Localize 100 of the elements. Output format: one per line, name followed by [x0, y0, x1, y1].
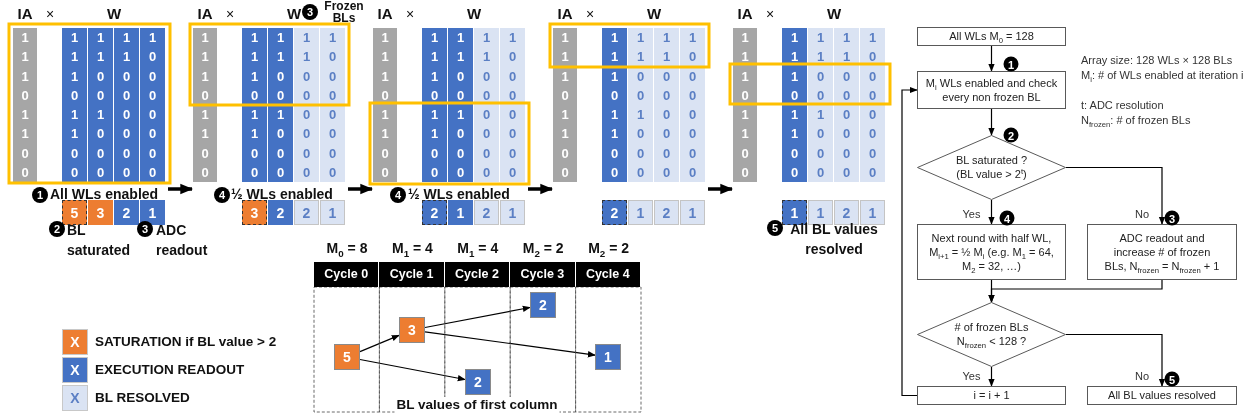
legend-label: SATURATION if BL value > 2 — [95, 334, 277, 350]
legend-label: EXECUTION READOUT — [95, 362, 245, 378]
arrow — [359, 334, 400, 353]
arrow — [1065, 166, 1166, 225]
column-header: W — [646, 5, 662, 23]
value-square: 1 — [595, 344, 621, 370]
matrix-cell: 1 — [628, 47, 653, 67]
column-header: IA — [197, 5, 213, 23]
arrow — [988, 108, 995, 136]
matrix-panel — [552, 26, 708, 228]
column-header: IA — [17, 5, 33, 23]
matrix-cell: 0 — [268, 124, 293, 144]
step-number: 4 — [999, 210, 1015, 226]
note-text: t: ADC resolution — [1081, 98, 1165, 113]
matrix-cell: 1 — [13, 105, 37, 125]
column-header: W — [286, 5, 302, 23]
result-cell: 2 — [474, 200, 499, 225]
decision-diamond — [917, 302, 1066, 367]
arrow — [348, 183, 374, 195]
matrix-cell: 1 — [62, 28, 87, 48]
times-sign: × — [225, 6, 235, 23]
swatch-letter: X — [70, 334, 80, 351]
arrow — [988, 366, 995, 387]
edge-label: Yes — [960, 369, 983, 383]
column-header: IA — [377, 5, 393, 23]
matrix-cell: 0 — [808, 124, 833, 144]
step-number: 4 — [214, 187, 230, 203]
matrix-cell: 1 — [268, 47, 293, 67]
edge-label: No — [1132, 207, 1152, 221]
matrix-cell: 1 — [193, 105, 217, 125]
note-text: M$_{i}$: # of WLs enabled at iteration i — [1081, 68, 1244, 83]
matrix-cell: 0 — [448, 124, 473, 144]
step-annotation: ½ WLs enabled — [231, 186, 333, 203]
matrix-cell: 1 — [474, 47, 499, 67]
note-text: N$_{frozen}$: # of frozen BLs — [1081, 113, 1192, 128]
matrix-cell: 0 — [373, 162, 397, 182]
matrix-cell: 0 — [140, 124, 165, 144]
matrix-cell: 0 — [680, 105, 705, 125]
result-cell: 2 — [294, 200, 319, 225]
matrix-cell: 1 — [88, 47, 113, 67]
matrix-cell: 0 — [114, 124, 139, 144]
step-number: 3 — [1164, 210, 1180, 226]
matrix-cell: 0 — [114, 105, 139, 125]
matrix-cell: 0 — [733, 143, 757, 163]
matrix-cell: 0 — [500, 105, 525, 125]
matrix-cell: 0 — [733, 162, 757, 182]
matrix-cell: 1 — [294, 47, 319, 67]
edge-label: Yes — [960, 207, 983, 221]
arrow — [988, 199, 995, 225]
table-header: Cycle 4 — [575, 262, 640, 287]
arrow — [424, 331, 596, 358]
matrix-cell: 1 — [834, 28, 859, 48]
matrix-cell: 0 — [553, 143, 577, 163]
matrix-cell: 1 — [13, 28, 37, 48]
step-number: 5 — [767, 220, 783, 236]
matrix-cell: 0 — [680, 47, 705, 67]
swatch-letter: X — [70, 390, 80, 407]
matrix-cell: 1 — [602, 28, 627, 48]
result-cell: 1 — [628, 200, 653, 225]
step-annotation: All WLs enabled — [50, 186, 159, 203]
matrix-cell: 0 — [553, 85, 577, 105]
matrix-panel — [192, 26, 348, 228]
arrow — [424, 305, 531, 329]
matrix-cell: 1 — [88, 28, 113, 48]
matrix-cell: 1 — [373, 66, 397, 86]
result-cell: 2 — [114, 200, 139, 225]
matrix-cell: 1 — [268, 28, 293, 48]
result-cell: 2 — [602, 200, 627, 225]
result-cell: 1 — [140, 200, 165, 225]
matrix-cell: 1 — [13, 124, 37, 144]
arrow — [988, 279, 1163, 303]
matrix-cell: 1 — [628, 105, 653, 125]
matrix-cell: 0 — [834, 124, 859, 144]
process-box: M$_{i}$ WLs enabled and check every non frozen BL — [917, 71, 1066, 109]
matrix-cell: 1 — [242, 28, 267, 48]
matrix-cell: 1 — [553, 28, 577, 48]
matrix-cell: 1 — [733, 124, 757, 144]
matrix-cell: 0 — [140, 105, 165, 125]
matrix-cell: 1 — [448, 47, 473, 67]
matrix-cell: 1 — [474, 28, 499, 48]
matrix-cell: 0 — [193, 143, 217, 163]
result-cell: 2 — [268, 200, 293, 225]
matrix-cell: 1 — [114, 28, 139, 48]
process-box: Next round with half WL, M$_{i+1}$ = ½ M$_{i}$ (e.g. M$_{1}$ = 64, M$_{2}$ = 32, …) — [917, 224, 1066, 280]
matrix-cell: 1 — [294, 28, 319, 48]
matrix-cell: 0 — [553, 162, 577, 182]
iteration-label: M$_{1}$ = 4 — [457, 240, 499, 257]
result-cell: 5 — [62, 200, 87, 225]
step-number: 3 — [137, 221, 153, 237]
step-number: 1 — [32, 187, 48, 203]
step-annotation: Frozen BLs — [323, 0, 365, 24]
matrix-cell: 1 — [654, 28, 679, 48]
note-text: Array size: 128 WLs × 128 BLs — [1081, 53, 1234, 68]
step-number: 4 — [390, 187, 406, 203]
iteration-label: M$_{0}$ = 8 — [326, 240, 368, 257]
swatch-letter: X — [70, 362, 80, 379]
result-cell: 1 — [808, 200, 833, 225]
arrow — [528, 183, 554, 195]
matrix-cell: 1 — [448, 28, 473, 48]
matrix-cell: 1 — [553, 47, 577, 67]
